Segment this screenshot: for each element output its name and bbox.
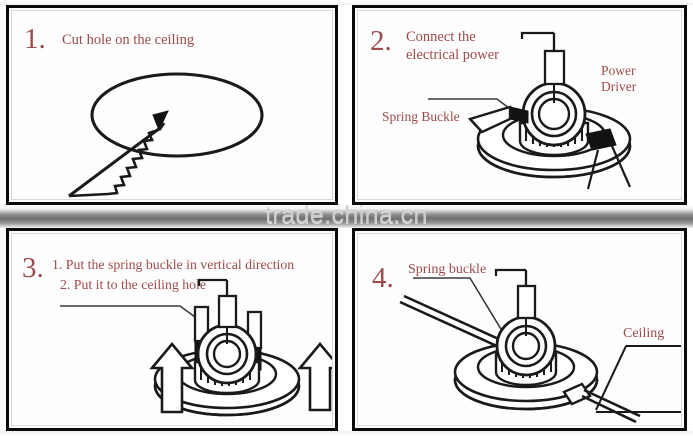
bottom-shadow-band	[0, 431, 693, 436]
panel-2-label-spring-buckle: Spring Buckle	[382, 109, 460, 124]
panel-1-step-number: 1.	[24, 23, 46, 55]
panel-1-illustration	[68, 72, 264, 198]
panel-3-step-number: 3.	[22, 252, 44, 284]
panel-3-illustration	[60, 278, 332, 417]
panel-2-inner: 2. Connect the electrical power Power Dr…	[357, 10, 682, 200]
panel-4-illustration	[399, 268, 681, 424]
middle-shadow-band	[0, 205, 693, 228]
up-arrow-left	[149, 341, 195, 414]
panel-2-label-power-driver-line-2: Driver	[601, 79, 637, 94]
panel-1-caption-line-1: Cut hole on the ceiling	[62, 32, 195, 48]
panel-3-caption-line-1: 1. Put the spring buckle in vertical dir…	[52, 257, 295, 272]
panel-4-label-ceiling: Ceiling	[623, 326, 665, 341]
panel-2-label-power-driver-line-1: Power	[601, 63, 636, 78]
up-arrow-right	[297, 341, 332, 412]
panel-1-inner: 1. Cut hole on the ceiling	[11, 10, 333, 200]
panel-4-installed: 4. Spring buckle Ceiling	[352, 228, 687, 431]
panel-3-caption-line-2: 2. Put it to the ceiling hole	[60, 277, 206, 292]
panel-2-caption-line-1: Connect the	[406, 29, 476, 45]
panel-3-inner: 3. 1. Put the spring buckle in vertical …	[11, 233, 333, 426]
panel-2-illustration	[428, 31, 632, 190]
panel-1-cut-hole: 1. Cut hole on the ceiling	[6, 5, 338, 205]
panel-4-label-spring-buckle: Spring buckle	[408, 262, 487, 277]
panel-4-step-number: 4.	[372, 262, 394, 294]
panel-3-insert-buckles: 3. 1. Put the spring buckle in vertical …	[6, 228, 338, 431]
panel-2-step-number: 2.	[370, 25, 392, 57]
panel-4-inner: 4. Spring buckle Ceiling	[357, 233, 682, 426]
panel-2-connect-power: 2. Connect the electrical power Power Dr…	[352, 5, 687, 205]
panel-2-caption-line-2: electrical power	[406, 47, 499, 63]
